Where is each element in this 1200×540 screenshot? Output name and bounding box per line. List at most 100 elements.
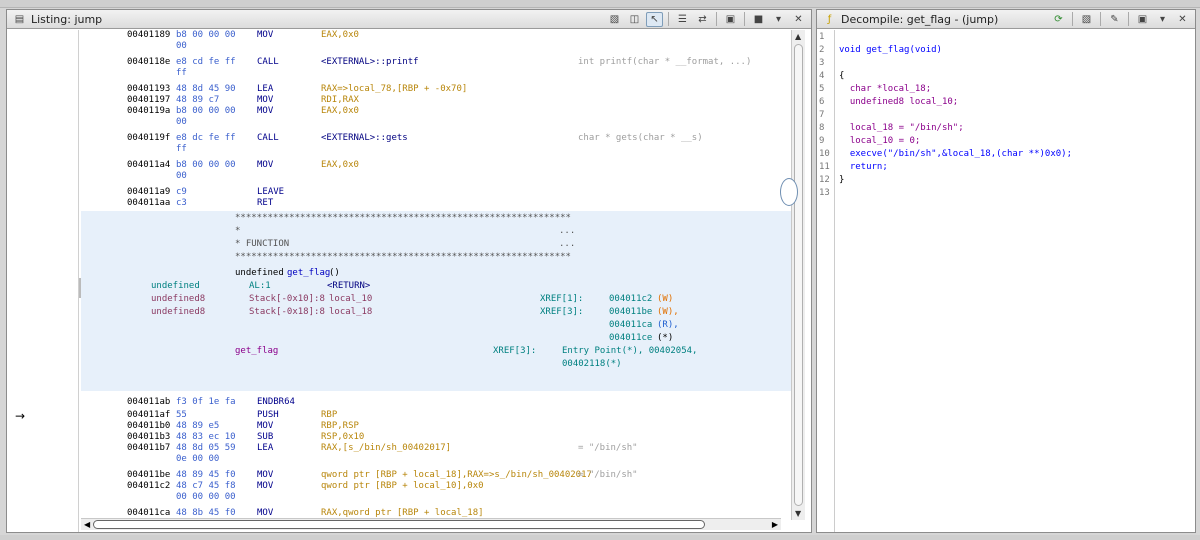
- code-line[interactable]: local_10 = 0;: [839, 136, 921, 146]
- code-line[interactable]: local_18 = "/bin/sh";: [839, 123, 964, 133]
- operands[interactable]: qword ptr [RBP + local_18],RAX=>s_/bin/s…: [321, 470, 592, 480]
- close-icon[interactable]: ✕: [794, 13, 803, 25]
- chevron-down-icon[interactable]: ▾: [775, 13, 782, 25]
- refresh-icon[interactable]: ⟳: [1054, 13, 1063, 25]
- asm-row[interactable]: 004011a9 c9 LEAVE: [81, 187, 792, 198]
- overview-marker[interactable]: [780, 178, 798, 206]
- current-location-arrow-icon: →: [15, 409, 26, 423]
- scroll-right-arrow-icon[interactable]: ▶: [771, 520, 778, 529]
- code-line[interactable]: undefined8 local_10;: [839, 97, 959, 107]
- asm-row[interactable]: 0e 00 00: [81, 454, 792, 465]
- asm-row[interactable]: 004011ca 48 8b 45 f0 MOV RAX,qword ptr […: [81, 508, 792, 519]
- paste-icon[interactable]: ◫: [629, 13, 640, 25]
- bytes: ff: [176, 68, 187, 78]
- operands: EAX,0x0: [321, 106, 359, 116]
- asm-row[interactable]: 004011a4 b8 00 00 00 MOV EAX,0x0: [81, 160, 792, 171]
- asm-row[interactable]: 00401197 48 89 c7 MOV RDI,RAX: [81, 95, 792, 106]
- asm-row[interactable]: 004011b0 48 89 e5 MOV RBP,RSP: [81, 421, 792, 432]
- close-icon[interactable]: ✕: [1178, 13, 1187, 25]
- code-line[interactable]: void get_flag(void): [839, 45, 942, 55]
- asm-row[interactable]: 00: [81, 41, 792, 52]
- listing-vertical-scrollbar[interactable]: ▲ ▼: [791, 30, 805, 520]
- var-name: <RETURN>: [327, 281, 371, 291]
- diff-view-icon[interactable]: ⇄: [698, 13, 707, 25]
- operands[interactable]: <EXTERNAL>::gets: [321, 133, 408, 143]
- copy-icon[interactable]: ▧: [609, 13, 620, 25]
- scrollbar-thumb[interactable]: [794, 44, 803, 506]
- asm-row[interactable]: 0040119a b8 00 00 00 MOV EAX,0x0: [81, 106, 792, 117]
- export-icon[interactable]: ✎: [1110, 13, 1119, 25]
- code-line[interactable]: char *local_18;: [839, 84, 932, 94]
- address: 004011ca: [127, 508, 171, 518]
- signature-name[interactable]: get_flag: [287, 268, 331, 278]
- xref-address[interactable]: 004011be: [609, 307, 653, 317]
- function-label[interactable]: get_flag: [235, 346, 279, 356]
- function-signature[interactable]: undefined get_flag (): [81, 268, 792, 279]
- chevron-down-icon[interactable]: ▾: [1159, 13, 1166, 25]
- asm-row[interactable]: 00401189 b8 00 00 00 MOV EAX,0x0: [81, 30, 792, 41]
- asm-row[interactable]: 0040119f e8 dc fe ff CALL <EXTERNAL>::ge…: [81, 133, 792, 144]
- format-dropdown-icon[interactable]: ■: [753, 13, 764, 25]
- snapshot-icon[interactable]: ▣: [725, 13, 736, 25]
- asm-row[interactable]: 004011af 55 PUSH RBP: [81, 410, 792, 421]
- margin-resize-grip[interactable]: [79, 278, 81, 298]
- asm-row[interactable]: 00: [81, 117, 792, 128]
- cursor-select-icon[interactable]: ↖: [646, 11, 663, 27]
- xref-row[interactable]: 004011ce (*): [81, 333, 792, 344]
- operands[interactable]: qword ptr [RBP + local_10],0x0: [321, 481, 484, 491]
- xref-address[interactable]: 004011ce: [609, 333, 653, 343]
- scroll-down-arrow-icon[interactable]: ▼: [795, 509, 802, 518]
- var-row[interactable]: undefined8 Stack[-0x10]:8 local_10 XREF[…: [81, 294, 792, 305]
- xref-address[interactable]: 00402118(*): [562, 359, 622, 369]
- asm-row[interactable]: 004011be 48 89 45 f0 MOV qword ptr [RBP …: [81, 470, 792, 481]
- code-line[interactable]: }: [839, 175, 845, 185]
- decompile-icon: ƒ: [827, 13, 832, 25]
- operands: RBP: [321, 410, 338, 420]
- scroll-left-arrow-icon[interactable]: ◀: [84, 520, 91, 529]
- operands[interactable]: RAX,qword ptr [RBP + local_18]: [321, 508, 484, 518]
- code-line[interactable]: execve("/bin/sh",&local_18,(char **)0x0)…: [839, 149, 1072, 159]
- scrollbar-thumb[interactable]: [93, 520, 705, 529]
- label-row[interactable]: 00402118(*): [81, 359, 792, 370]
- asm-row[interactable]: 004011aa c3 RET: [81, 198, 792, 209]
- field-layout-icon[interactable]: ☰: [678, 13, 687, 25]
- line-number: 9: [819, 136, 825, 146]
- code-line[interactable]: {: [839, 71, 845, 81]
- asm-row[interactable]: 004011c2 48 c7 45 f8 MOV qword ptr [RBP …: [81, 481, 792, 492]
- listing-panel: ▤ Listing: jump ▧ ◫ ↖ ☰ ⇄ ▣ ■ ▾ ✕ → 0040…: [6, 9, 812, 533]
- decompile-code-view[interactable]: void get_flag(void) { char *local_18; un…: [839, 30, 1195, 532]
- listing-horizontal-scrollbar[interactable]: ◀ ▶: [81, 518, 781, 530]
- toolbar-divider: [1072, 12, 1073, 26]
- operands[interactable]: RAX,[s_/bin/sh_00402017]: [321, 443, 452, 453]
- xref-address[interactable]: Entry Point(*), 00402054,: [562, 346, 698, 356]
- var-row[interactable]: undefined8 Stack[-0x18]:8 local_18 XREF[…: [81, 307, 792, 318]
- copy-icon[interactable]: ▧: [1081, 13, 1092, 25]
- var-name[interactable]: local_10: [329, 294, 373, 304]
- asm-row[interactable]: 004011b3 48 83 ec 10 SUB RSP,0x10: [81, 432, 792, 443]
- mnemonic: LEAVE: [257, 187, 285, 197]
- asm-row[interactable]: 00 00 00 00: [81, 492, 792, 503]
- listing-code-view[interactable]: 00401189 b8 00 00 00 MOV EAX,0x0 00 0040…: [81, 30, 792, 522]
- mnemonic: MOV: [257, 30, 274, 40]
- var-row[interactable]: undefined AL:1 <RETURN>: [81, 281, 792, 292]
- operands[interactable]: <EXTERNAL>::printf: [321, 57, 419, 67]
- operands: EAX,0x0: [321, 30, 359, 40]
- xref-address[interactable]: 004011c2: [609, 294, 653, 304]
- asm-row[interactable]: ff: [81, 68, 792, 79]
- asm-row[interactable]: 0040118e e8 cd fe ff CALL <EXTERNAL>::pr…: [81, 57, 792, 68]
- asm-row[interactable]: 00401193 48 8d 45 90 LEA RAX=>local_78,[…: [81, 84, 792, 95]
- asm-row[interactable]: ff: [81, 144, 792, 155]
- asm-row[interactable]: 00: [81, 171, 792, 182]
- asm-row[interactable]: 004011ab f3 0f 1e fa ENDBR64: [81, 397, 792, 408]
- scroll-up-arrow-icon[interactable]: ▲: [795, 32, 802, 41]
- operands[interactable]: RAX=>local_78,[RBP + -0x70]: [321, 84, 468, 94]
- xref-row[interactable]: 004011ca (R),: [81, 320, 792, 331]
- label-row[interactable]: get_flag XREF[3]: Entry Point(*), 004020…: [81, 346, 792, 357]
- code-line[interactable]: return;: [839, 162, 888, 172]
- xref-address[interactable]: 004011ca: [609, 320, 653, 330]
- listing-margin: →: [7, 30, 79, 532]
- snapshot-icon[interactable]: ▣: [1137, 13, 1148, 25]
- bytes: 48 89 e5: [176, 421, 220, 431]
- var-name[interactable]: local_18: [329, 307, 373, 317]
- asm-row[interactable]: 004011b7 48 8d 05 59 LEA RAX,[s_/bin/sh_…: [81, 443, 792, 454]
